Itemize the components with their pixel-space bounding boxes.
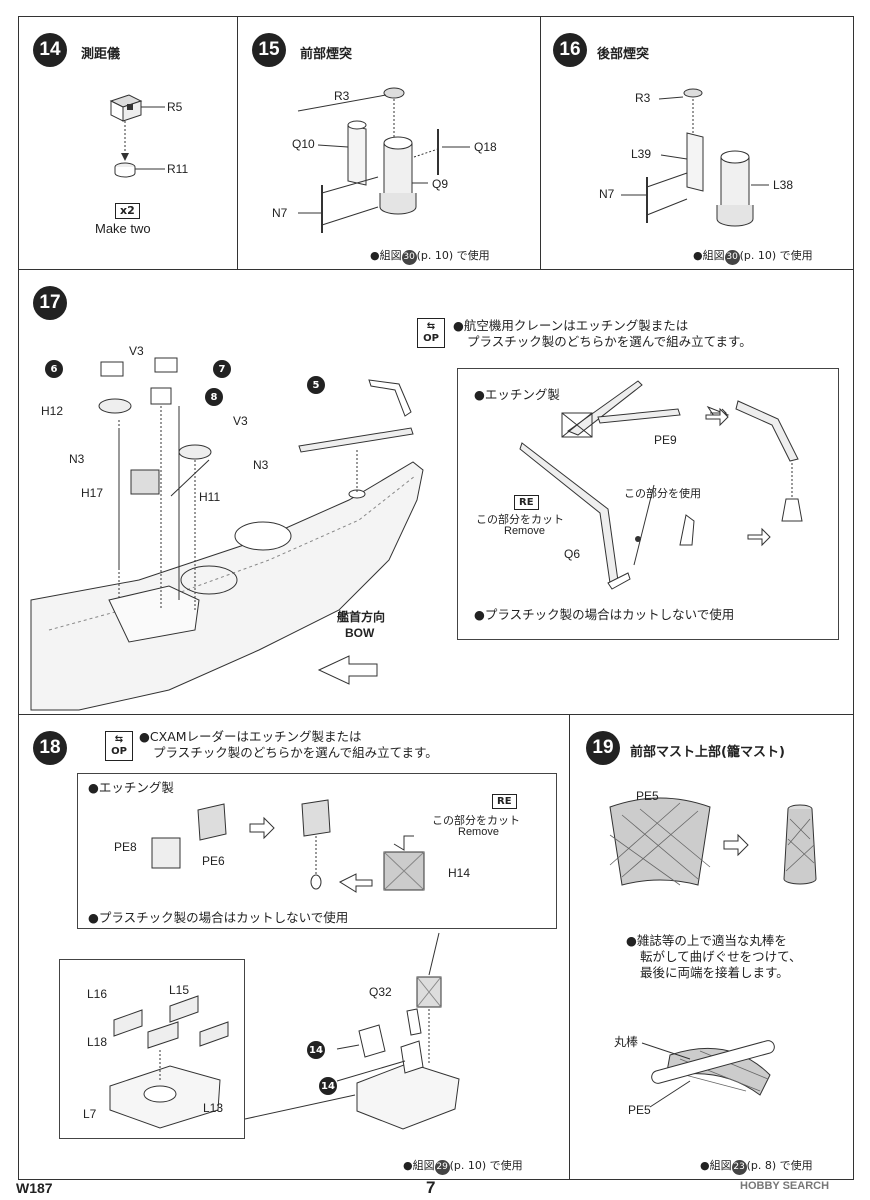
step-number: 16 — [553, 33, 587, 67]
part-label: L39 — [631, 147, 652, 161]
remove-icon: RE — [514, 495, 539, 510]
sub-part-marker: 14 — [319, 1077, 337, 1095]
part-label: PE8 — [114, 840, 137, 854]
part-label: R5 — [167, 100, 183, 114]
option-note: ●CXAMレーダーはエッチング製または プラスチック製のどちらかを選んで組み立て… — [139, 729, 438, 760]
etching-heading: ●エッチング製 — [474, 387, 560, 402]
step-title: 前部マスト上部(籠マスト) — [630, 745, 785, 760]
forward-funnel-drawing — [297, 87, 470, 233]
step-number: 15 — [252, 33, 286, 67]
part-label: L16 — [87, 987, 108, 1001]
part-label: H17 — [81, 486, 104, 500]
part-label: L15 — [169, 983, 190, 997]
part-label: R3 — [635, 91, 651, 105]
lattice-mast-drawing — [609, 797, 817, 1108]
use-part-label: この部分を使用 — [624, 487, 701, 500]
remove-label: Remove — [458, 826, 499, 838]
part-label: L13 — [203, 1101, 224, 1115]
make-two-label: Make two — [95, 221, 151, 236]
cut-part-label: この部分をカット — [476, 513, 564, 526]
bow-label-en: BOW — [345, 626, 375, 640]
aft-funnel-drawing — [621, 88, 769, 227]
part-label: H14 — [448, 866, 471, 880]
sub-part-marker: 7 — [213, 360, 231, 378]
part-label: L7 — [83, 1107, 97, 1121]
part-label: PE5 — [628, 1103, 651, 1117]
plastic-note: ●プラスチック製の場合はカットしないで使用 — [474, 607, 735, 622]
bridge-subassembly-callout — [59, 959, 245, 1139]
part-label: V3 — [233, 414, 248, 428]
part-label: Q18 — [474, 140, 497, 154]
part-label: Q10 — [292, 137, 315, 151]
page-number: 7 — [426, 1178, 436, 1197]
part-label: H12 — [41, 404, 64, 418]
remove-icon: RE — [492, 794, 517, 809]
plastic-note: ●プラスチック製の場合はカットしないで使用 — [88, 910, 349, 925]
part-label: N3 — [69, 452, 85, 466]
sub-part-marker: 8 — [205, 388, 223, 406]
deck-assembly-drawing — [30, 357, 424, 711]
crane-option-callout: ●エッチング製 PE9 この部分を使用 RE この部分をカット Remove Q… — [457, 368, 839, 640]
step-14-panel: 14 測距儀 R5 R11 x2 Make two — [18, 16, 238, 270]
radar-install-drawing — [244, 932, 460, 1130]
option-note: ●航空機用クレーンはエッチング製または プラスチック製のどちらかを選んで組み立て… — [453, 318, 752, 349]
watermark: HOBBY SEARCH — [740, 1180, 830, 1192]
product-code: W187 — [16, 1180, 53, 1196]
sub-part-marker: 6 — [45, 360, 63, 378]
part-label: R11 — [167, 162, 189, 176]
part-label: PE5 — [636, 789, 659, 803]
step-number: 18 — [33, 731, 67, 765]
step-title: 後部煙突 — [597, 47, 650, 62]
ref-step-number: 23 — [731, 1160, 747, 1175]
part-label: Q9 — [432, 177, 449, 191]
bridge-parts-drawing — [109, 995, 229, 1129]
step-title: 測距儀 — [81, 47, 121, 62]
bow-label-jp: 艦首方向 — [337, 610, 386, 624]
part-label: N3 — [253, 458, 269, 472]
rangefinder-drawing — [109, 94, 165, 178]
etching-heading: ●エッチング製 — [88, 780, 174, 795]
step-17-panel: 17 ⇆OP ●航空機用クレーンはエッチング製または プラスチック製のどちらかを… — [18, 269, 854, 715]
remove-label: Remove — [504, 525, 545, 537]
part-label: Q32 — [369, 985, 392, 999]
radar-option-callout: ●エッチング製 PE8 PE6 RE この部分をカット Remove H14 ●… — [77, 773, 557, 929]
part-label: N7 — [272, 206, 288, 220]
option-icon: ⇆OP — [105, 731, 133, 761]
step-18-panel: 18 ⇆OP ●CXAMレーダーはエッチング製または プラスチック製のどちらかを… — [18, 714, 570, 1180]
ref-step-number: 29 — [434, 1160, 450, 1175]
option-icon: ⇆OP — [417, 318, 445, 348]
part-label: N7 — [599, 187, 615, 201]
part-label: PE9 — [654, 433, 677, 447]
rod-label: 丸棒 — [614, 1035, 639, 1049]
part-label: Q6 — [564, 547, 581, 561]
radar-drawing — [151, 799, 425, 893]
sub-part-marker: 5 — [307, 376, 325, 394]
ref-step-number: 30 — [724, 250, 740, 265]
part-label: L38 — [773, 178, 794, 192]
part-label: L18 — [87, 1035, 108, 1049]
part-label: R3 — [334, 89, 350, 103]
step-number: 14 — [33, 33, 67, 67]
step-number: 19 — [586, 731, 620, 765]
crane-etching-drawing — [519, 380, 803, 590]
ref-step-number: 30 — [401, 250, 417, 265]
part-label: PE6 — [202, 854, 225, 868]
sub-part-marker: 14 — [307, 1041, 325, 1059]
step-19-panel: 19 前部マスト上部(籠マスト) PE5 ●雑誌等の上で適当な丸棒を 転がして曲… — [569, 714, 854, 1180]
rolling-note: ●雑誌等の上で適当な丸棒を 転がして曲げぐせをつけて、 最後に両端を接着します。 — [626, 933, 802, 980]
step-number: 17 — [33, 286, 67, 320]
quantity-badge: x2 — [115, 203, 140, 219]
cut-part-label: この部分をカット — [432, 814, 520, 827]
part-label: H11 — [199, 490, 221, 504]
step-title: 前部煙突 — [300, 47, 353, 62]
part-label: V3 — [129, 344, 144, 358]
